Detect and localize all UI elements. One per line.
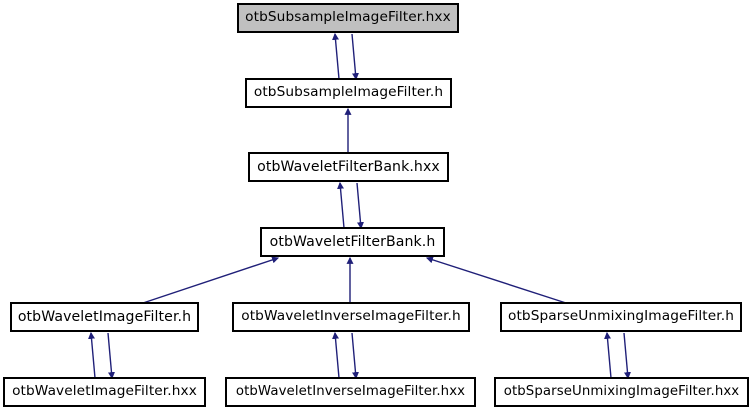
dependency-edge (332, 331, 340, 379)
graph-node-otbwaveletimagefilter-h[interactable]: otbWaveletImageFilter.h (10, 302, 199, 332)
dependency-edge (337, 181, 345, 229)
graph-node-otbwaveletimagefilter-hxx[interactable]: otbWaveletImageFilter.hxx (3, 377, 206, 407)
graph-node-label: otbSubsampleImageFilter.h (253, 84, 444, 101)
dependency-edge (332, 32, 340, 80)
graph-node-label: otbWaveletFilterBank.hxx (257, 158, 440, 175)
graph-node-label: otbWaveletInverseImageFilter.h (241, 308, 461, 325)
dependency-edge (142, 256, 280, 304)
graph-node-label: otbWaveletImageFilter.hxx (12, 383, 197, 400)
graph-node-label: otbWaveletImageFilter.h (17, 308, 192, 325)
dependency-edge (107, 332, 115, 380)
graph-node-otbwaveletfilterbank-h[interactable]: otbWaveletFilterBank.h (260, 227, 445, 257)
graph-node-otbwaveletfilterbank-hxx[interactable]: otbWaveletFilterBank.hxx (248, 152, 449, 182)
graph-node-otbsubsampleimagefilter-hxx[interactable]: otbSubsampleImageFilter.hxx (237, 3, 459, 33)
graph-node-otbsparseunmixingimagefilter-h[interactable]: otbSparseUnmixingImageFilter.h (500, 302, 742, 332)
dependency-edge (425, 256, 567, 304)
dependency-edge (351, 33, 359, 81)
graph-node-otbsubsampleimagefilter-h[interactable]: otbSubsampleImageFilter.h (245, 78, 452, 108)
graph-node-label: otbSparseUnmixingImageFilter.h (507, 308, 734, 325)
dependency-edge (351, 332, 359, 380)
dependency-edge (356, 182, 364, 230)
graph-node-otbwaveletinverseimagefilter-h[interactable]: otbWaveletInverseImageFilter.h (232, 302, 470, 332)
graph-node-label: otbWaveletInverseImageFilter.hxx (235, 384, 466, 400)
graph-node-label: otbWaveletFilterBank.h (269, 233, 436, 250)
graph-node-otbwaveletinverseimagefilter-hxx[interactable]: otbWaveletInverseImageFilter.hxx (225, 377, 476, 407)
dependency-edge (88, 331, 96, 379)
graph-node-label: otbSubsampleImageFilter.hxx (245, 9, 451, 26)
dependency-edge (623, 332, 631, 380)
dependency-edge (604, 331, 612, 379)
graph-node-otbsparseunmixingimagefilter-hxx[interactable]: otbSparseUnmixingImageFilter.hxx (494, 377, 749, 407)
graph-node-label: otbSparseUnmixingImageFilter.hxx (503, 384, 740, 400)
